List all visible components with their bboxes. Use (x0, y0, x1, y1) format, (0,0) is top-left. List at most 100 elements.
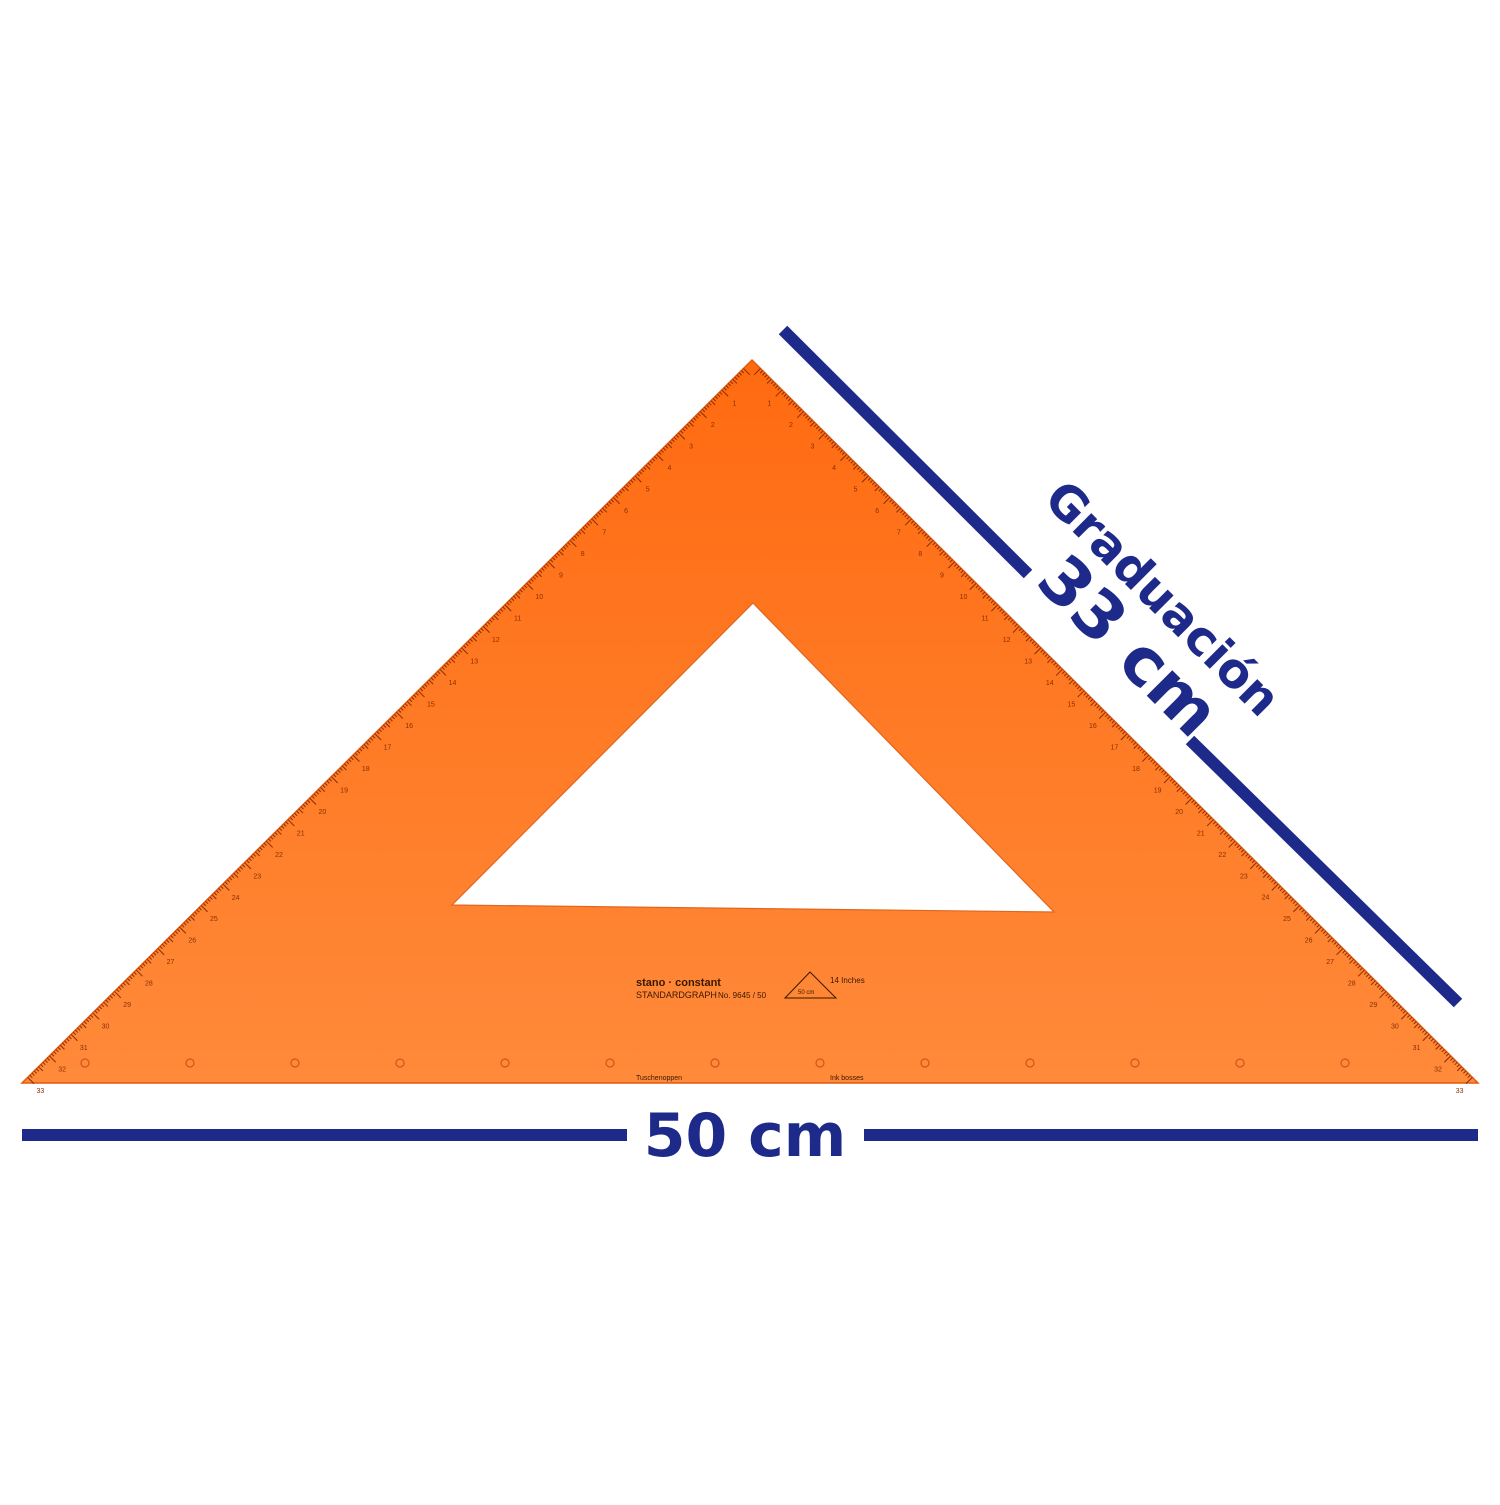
scale-tick (153, 952, 157, 956)
scale-tick (678, 432, 686, 440)
scale-tick (966, 576, 971, 580)
scale-tick (1029, 638, 1033, 642)
scale-tick (740, 370, 745, 374)
scale-tick (1120, 729, 1124, 733)
scale-tick (1176, 787, 1182, 792)
scale-tick (673, 436, 677, 441)
scale-tick (1370, 978, 1374, 982)
scale-tick (1077, 690, 1085, 698)
scale-tick (196, 909, 200, 913)
scale-tick (1467, 1074, 1471, 1079)
ink-bosses-de-text: Tuschenoppen (636, 1075, 682, 1082)
scale-tick (448, 660, 452, 664)
scale-tick (764, 374, 768, 378)
scale-tick (409, 698, 413, 703)
scale-tick (599, 509, 604, 514)
scale-tick (701, 408, 706, 413)
scale-tick (437, 670, 441, 675)
scale-number: 10 (960, 594, 968, 601)
scale-tick (1273, 881, 1277, 885)
scale-tick (430, 677, 434, 681)
scale-tick (44, 1059, 48, 1064)
scale-tick (1169, 778, 1173, 782)
scale-tick (686, 423, 690, 428)
scale-tick (1413, 1023, 1419, 1029)
scale-tick (443, 664, 447, 668)
scale-tick (1225, 834, 1229, 838)
scale-tick (798, 408, 802, 413)
scale-tick (450, 658, 456, 664)
scale-tick (157, 948, 165, 956)
scale-tick (545, 563, 549, 567)
scale-tick (491, 617, 495, 621)
scale-tick (699, 411, 707, 419)
scale-tick (456, 651, 460, 655)
scale-tick (706, 404, 710, 408)
scale-tick (1378, 986, 1383, 990)
scale-tick (1344, 952, 1348, 956)
scale-tick (419, 688, 424, 692)
scale-tick (435, 673, 439, 677)
scale-tick (1303, 911, 1307, 915)
scale-tick (1012, 625, 1020, 633)
scale-tick (1068, 679, 1074, 685)
scale-tick (1133, 741, 1137, 746)
scale-tick (294, 812, 298, 816)
scale-tick (671, 438, 675, 443)
scale-tick (691, 419, 695, 423)
scale-tick (1143, 752, 1147, 756)
scale-tick (775, 389, 783, 397)
logo-inches-text: 14 Inches (830, 976, 865, 985)
scale-tick (103, 1001, 109, 1007)
scale-tick (439, 668, 447, 676)
scale-tick (896, 507, 902, 513)
scale-tick (1333, 941, 1337, 945)
scale-tick (632, 477, 636, 481)
scale-tick (783, 393, 787, 398)
scale-tick (1051, 660, 1055, 664)
scale-tick (27, 1077, 35, 1085)
scale-tick (302, 804, 306, 808)
scale-tick (53, 1051, 57, 1055)
scale-tick (257, 849, 261, 853)
scale-tick (813, 423, 817, 428)
scale-tick (150, 954, 155, 958)
scale-tick (64, 1040, 68, 1044)
scale-tick (880, 490, 884, 494)
scale-tick (576, 533, 580, 537)
scale-tick (1171, 780, 1176, 784)
scale-tick (953, 563, 958, 567)
scale-tick (1191, 799, 1195, 804)
scale-tick (1195, 804, 1199, 808)
scale-tick (1262, 872, 1268, 878)
scale-tick (796, 411, 804, 419)
scale-tick (639, 471, 643, 475)
scale-tick (402, 705, 406, 709)
scale-tick (1305, 913, 1309, 917)
scale-tick (1314, 922, 1318, 926)
scale-tick (383, 724, 387, 728)
scale-tick (174, 930, 179, 935)
scale-tick (469, 638, 474, 642)
scale-tick (1456, 1064, 1460, 1068)
scale-tick (602, 507, 608, 513)
scale-tick (1122, 731, 1126, 735)
scale-tick (81, 1023, 87, 1029)
scale-tick (979, 589, 984, 593)
scale-tick (333, 774, 337, 778)
scale-tick (1327, 935, 1331, 939)
scale-tick (1202, 810, 1206, 814)
scale-tick (1387, 995, 1391, 999)
scale-tick (634, 475, 642, 483)
scale-tick (1055, 668, 1063, 676)
scale-tick (511, 597, 515, 602)
scale-tick (852, 462, 856, 466)
scale-tick (1022, 632, 1027, 636)
ink-boss (1025, 1058, 1035, 1068)
scale-tick (1443, 1051, 1447, 1055)
scale-tick (719, 391, 723, 395)
scale-tick (252, 853, 257, 857)
scale-tick (1161, 769, 1165, 773)
scale-tick (396, 711, 404, 719)
scale-tick (367, 739, 372, 743)
